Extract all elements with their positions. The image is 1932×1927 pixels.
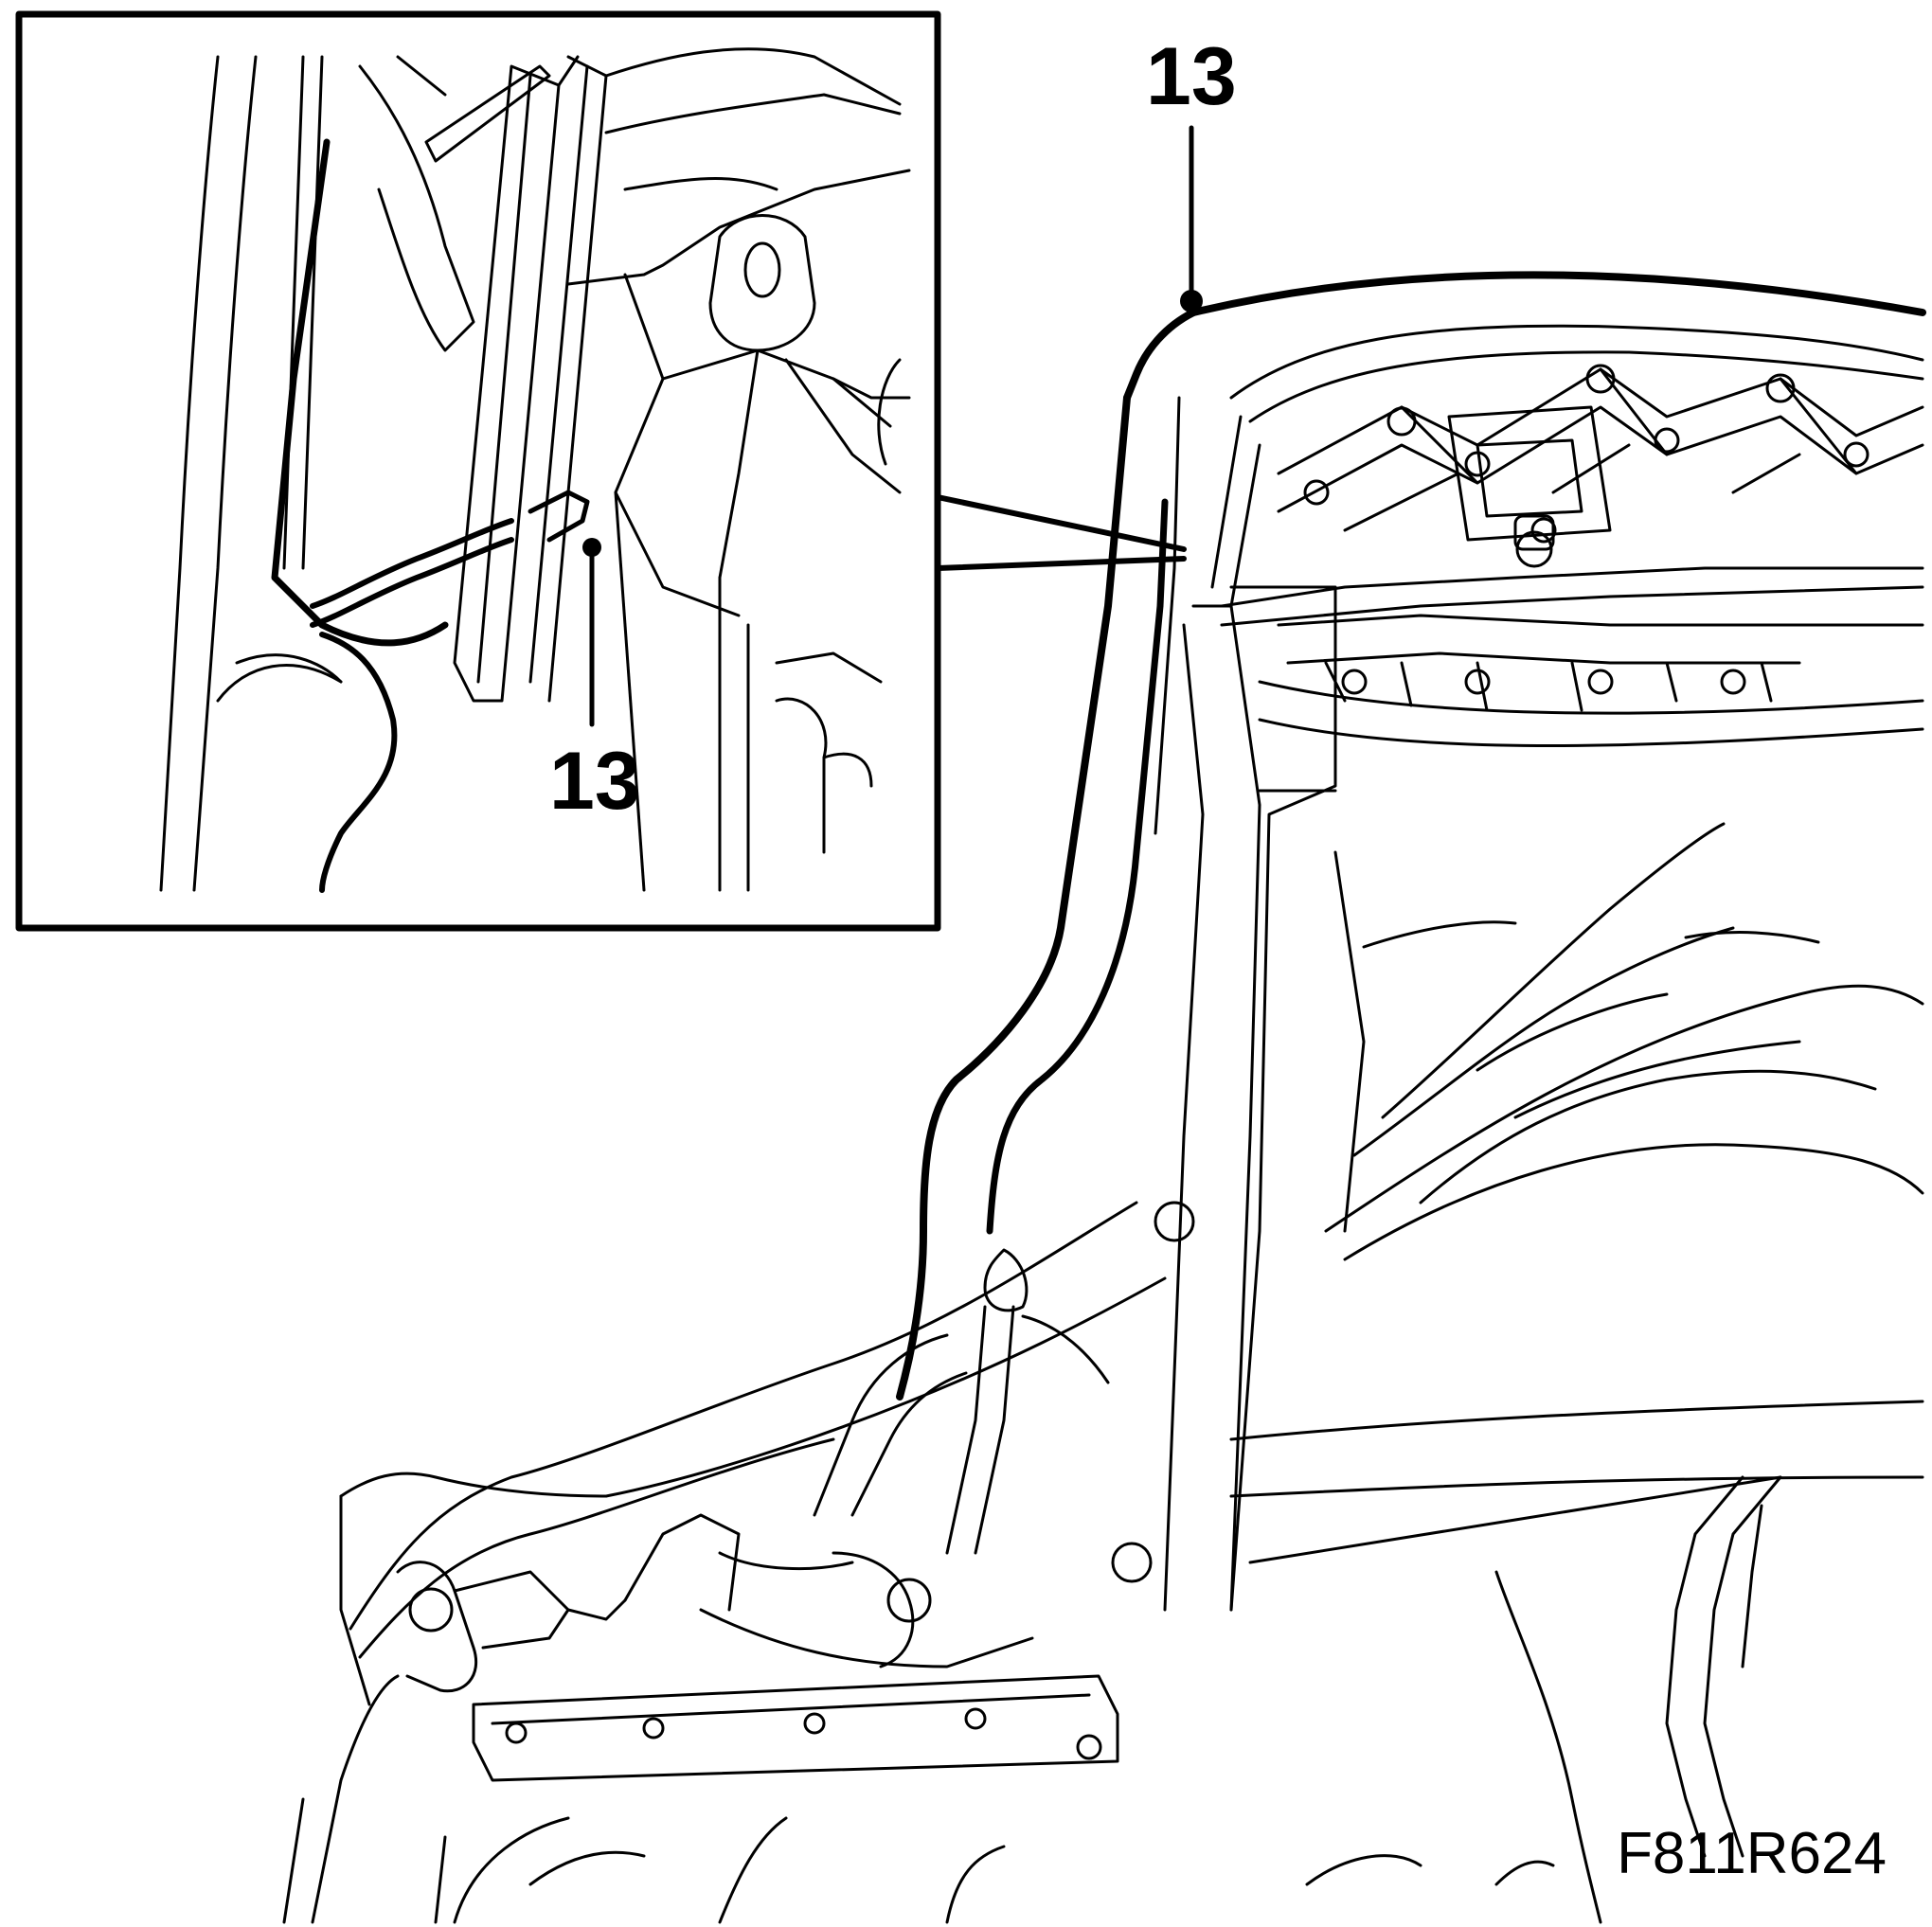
callout-label-inset: 13 xyxy=(549,736,640,827)
roof-inner-edge xyxy=(1229,324,1924,400)
lower-body-lines xyxy=(282,1674,1555,1924)
roof-inner-edge-2 xyxy=(1248,350,1924,423)
lower-hinge-mechanism xyxy=(396,1248,1119,1782)
callout-label-main: 13 xyxy=(1146,31,1237,122)
rear-deck xyxy=(1229,1400,1924,1924)
roof-header-rail xyxy=(1220,566,1924,747)
pillar-outer-edge xyxy=(896,394,1131,1401)
soft-top-folds xyxy=(1324,822,1924,1261)
inset-drawing xyxy=(159,47,911,893)
roof-latch-mechanism xyxy=(1447,405,1612,568)
figure-id-label: F811R624 xyxy=(1617,1821,1887,1886)
roof-truss xyxy=(1277,364,1924,544)
pillar-seal-line xyxy=(986,498,1169,1235)
quarter-glass-frame xyxy=(339,1201,1167,1706)
main-view xyxy=(282,125,1926,1924)
pillar-inner-line xyxy=(1154,396,1181,835)
inset-zoom-pointer xyxy=(935,494,1187,571)
roof-outline xyxy=(1190,271,1926,316)
roof-front-corner xyxy=(1123,309,1197,401)
b-pillar xyxy=(1111,585,1366,1612)
callout-leader-main xyxy=(1180,125,1203,312)
inset-view xyxy=(15,10,1187,932)
inset-frame xyxy=(15,10,941,932)
roof-frame-front xyxy=(1210,415,1261,608)
